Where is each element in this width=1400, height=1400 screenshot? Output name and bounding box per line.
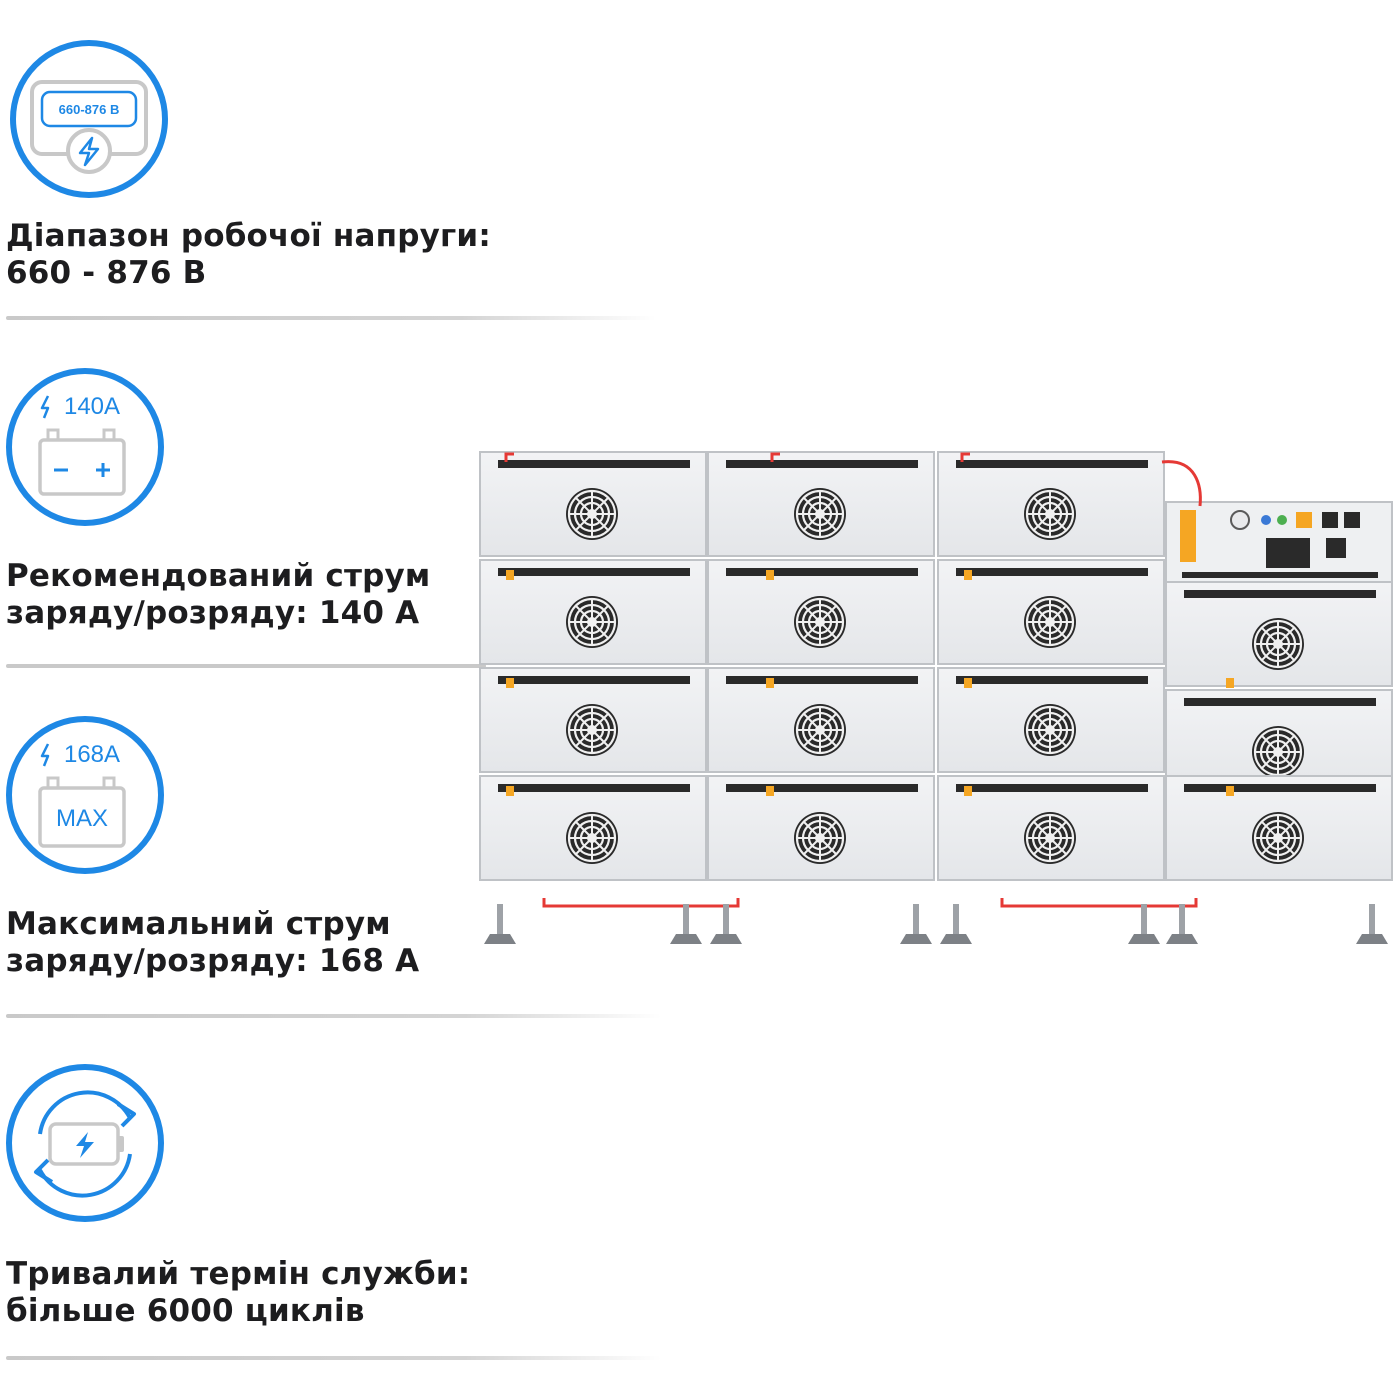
divider [6, 316, 656, 320]
feature-voltage-value: 660 - 876 В [6, 255, 207, 291]
max-current-icon: 168A MAX [6, 716, 164, 874]
svg-text:168A: 168A [64, 741, 120, 768]
voltage-range-icon: 660-876 В [10, 40, 168, 198]
feature-recommended-text: Рекомендований струм заряду/розряду: 140… [6, 558, 430, 632]
divider [6, 664, 486, 668]
feature-cycle-text: Тривалий термін служби: більше 6000 цикл… [6, 1256, 470, 1330]
feature-cycle-value: більше 6000 циклів [6, 1293, 365, 1329]
svg-text:660-876 В: 660-876 В [59, 102, 120, 117]
feature-voltage-text: Діапазон робочої напруги: 660 - 876 В [6, 218, 491, 292]
feature-voltage-title: Діапазон робочої напруги: [6, 218, 491, 254]
feature-recommended-current: 140A Рекомендований струм заряду/розряду… [0, 330, 680, 670]
svg-text:MAX: MAX [56, 805, 108, 832]
feature-recommended-value: заряду/розряду: 140 А [6, 595, 420, 631]
feature-max-title: Максимальний струм [6, 906, 391, 942]
feature-max-value: заряду/розряду: 168 А [6, 943, 420, 979]
svg-text:140A: 140A [64, 393, 120, 420]
battery-rack-image [476, 446, 1393, 944]
feature-max-text: Максимальний струм заряду/розряду: 168 А [6, 906, 419, 980]
feature-voltage: 660-876 В Діапазон робочої напруги: 660 … [0, 0, 680, 330]
feature-cycle-life: Тривалий термін служби: більше 6000 цикл… [0, 1020, 680, 1400]
divider [6, 1014, 661, 1018]
cycle-life-icon [6, 1064, 164, 1222]
feature-cycle-title: Тривалий термін служби: [6, 1256, 471, 1292]
divider [6, 1356, 661, 1360]
feature-recommended-title: Рекомендований струм [6, 558, 431, 594]
charge-current-icon: 140A [6, 368, 164, 526]
feature-max-current: 168A MAX Максимальний струм заряду/розря… [0, 670, 680, 1020]
